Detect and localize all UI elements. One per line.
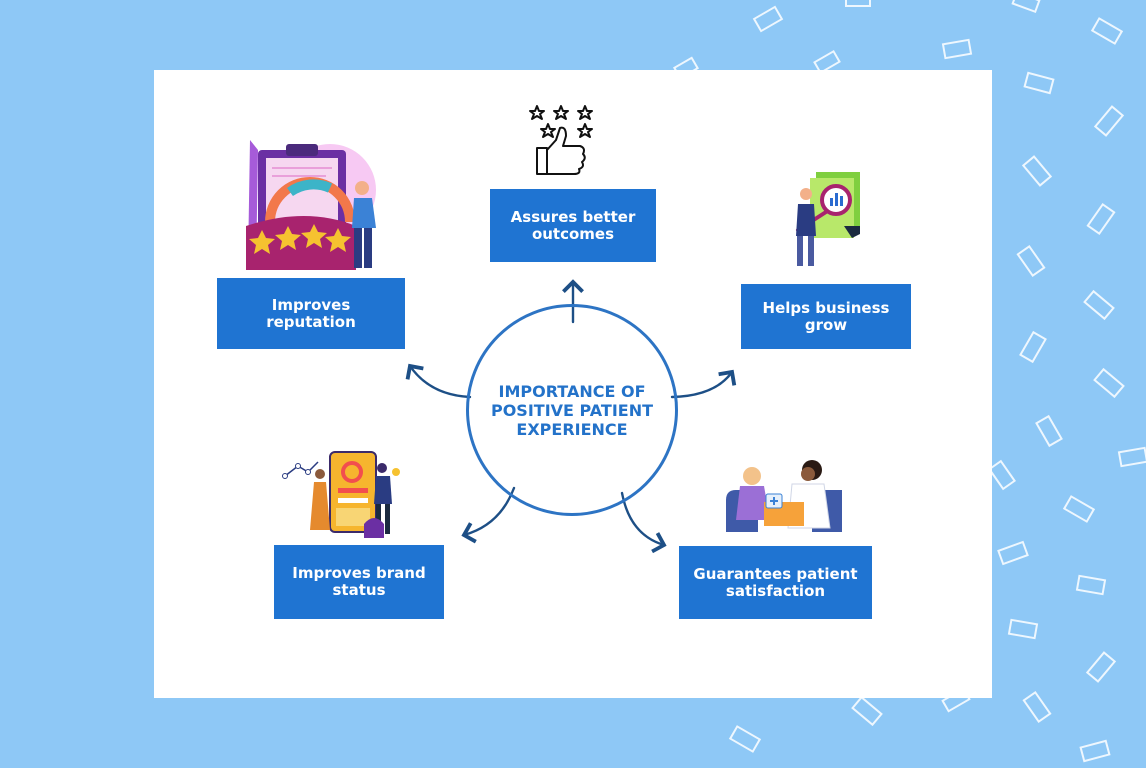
node-top-right-label: Helps business grow bbox=[762, 298, 890, 334]
node-bottom-left-box: Improves brand status bbox=[274, 545, 444, 619]
center-circle: IMPORTANCE OF POSITIVE PATIENT EXPERIENC… bbox=[466, 304, 678, 516]
node-top-left-box: Improves reputation bbox=[217, 278, 405, 349]
arrow-to-top-right bbox=[670, 369, 737, 399]
node-top-label: Assures better outcomes bbox=[510, 207, 636, 243]
center-title: IMPORTANCE OF POSITIVE PATIENT EXPERIENC… bbox=[490, 381, 654, 439]
node-top-left-label: Improves reputation bbox=[266, 295, 356, 331]
arrow-to-top-left bbox=[405, 363, 472, 399]
node-bottom-right-box: Guarantees patient satisfaction bbox=[679, 546, 872, 619]
node-top-right-box: Helps business grow bbox=[741, 284, 911, 349]
node-bottom-left-label: Improves brand status bbox=[292, 564, 426, 599]
node-top-box: Assures better outcomes bbox=[490, 189, 656, 262]
node-bottom-right-label: Guarantees patient satisfaction bbox=[693, 564, 858, 600]
